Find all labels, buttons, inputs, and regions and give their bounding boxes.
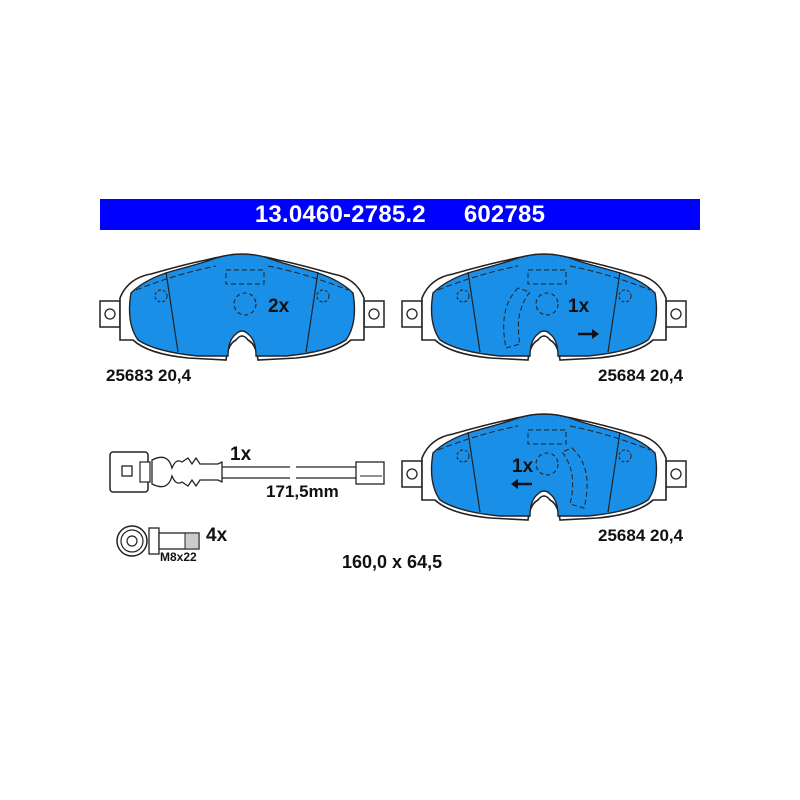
pad-3-qty: 1x [512,456,534,477]
pad-2-qty: 1x [568,296,590,317]
part-number-banner: 13.0460-2785.2 602785 [100,199,700,230]
part-number: 13.0460-2785.2 [254,200,426,228]
pad-1-code: 25683 20,4 [106,366,192,385]
bolt [116,525,200,557]
pad-3-code: 25684 20,4 [598,526,684,545]
brake-pad-3 [401,413,687,521]
wear-sensor [109,451,385,493]
brake-pad-2 [401,253,687,361]
pad-dimensions: 160,0 x 64,5 [342,552,443,572]
bolt-qty: 4x [206,525,228,546]
brake-pad-1 [99,253,385,361]
sensor-length: 171,5mm [266,482,339,501]
short-number: 602785 [463,200,546,228]
sensor-qty: 1x [230,444,252,465]
bolt-size: M8x22 [160,550,197,564]
pad-2-code: 25684 20,4 [598,366,684,385]
pad-1-qty: 2x [268,296,290,317]
